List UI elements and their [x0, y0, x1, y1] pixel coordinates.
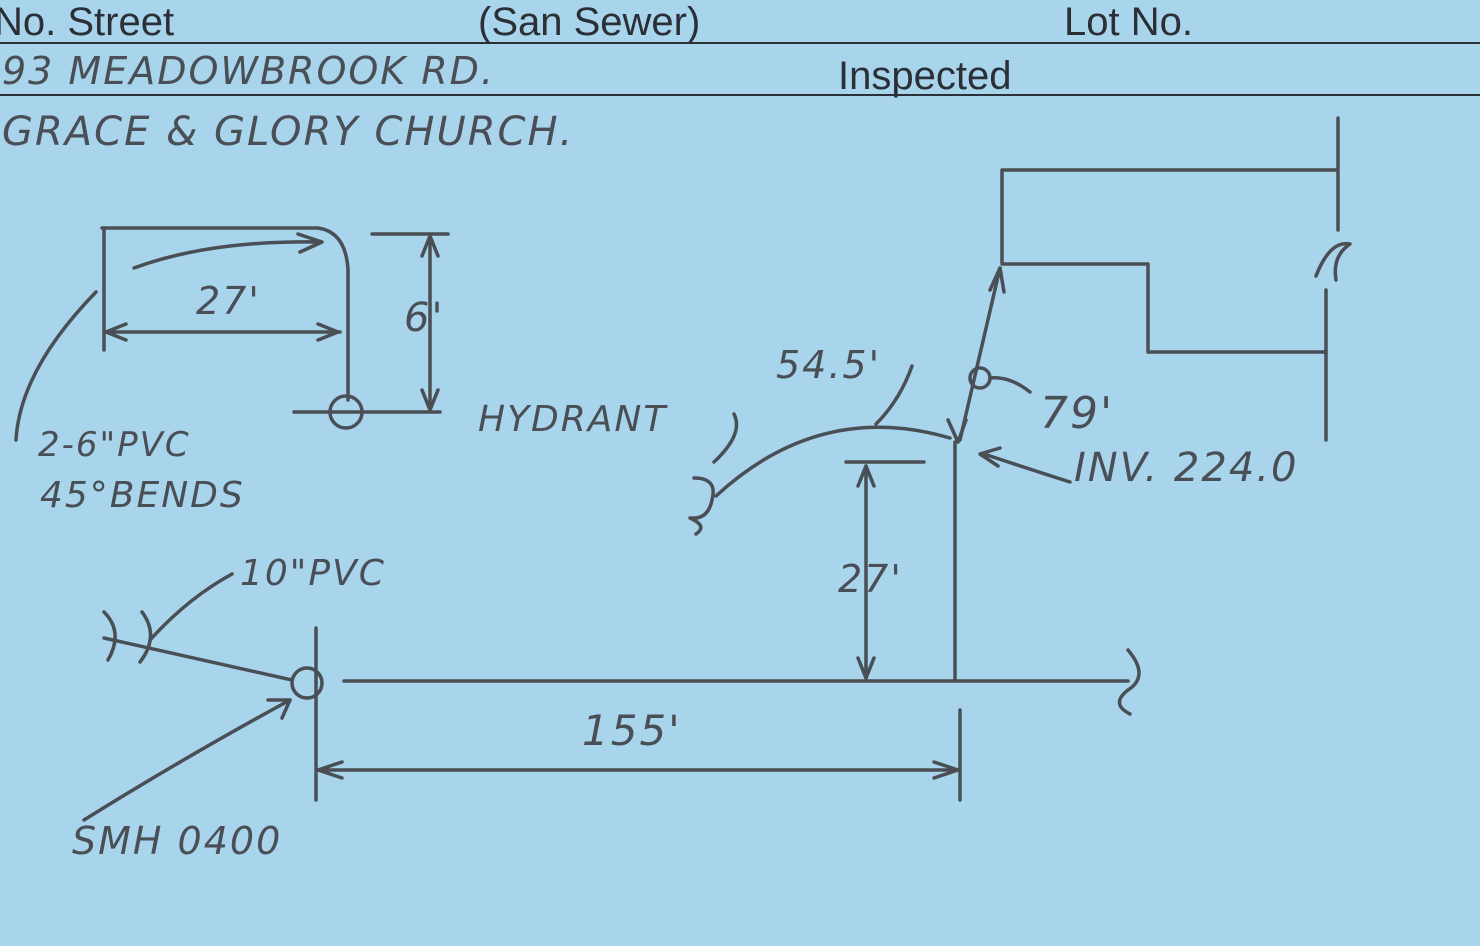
building-notch — [1000, 262, 1328, 354]
incoming-pipe-break-2 — [138, 610, 153, 664]
dim-79-arrow-top — [988, 266, 1006, 294]
sewer-label: (San Sewer) — [478, 0, 701, 44]
main-line-break — [1117, 648, 1141, 716]
detail-leader-curve — [132, 240, 322, 270]
owner-text: GRACE & GLORY CHURCH. — [2, 109, 575, 155]
dim-545-label: 54.5' — [776, 343, 882, 387]
detail-arrow-right — [316, 322, 340, 342]
dim-6-label: 6' — [404, 295, 445, 341]
smh-leader-arrow — [266, 698, 292, 720]
incoming-pipe — [102, 636, 294, 682]
dim-79-label: 79' — [1040, 388, 1115, 439]
detail-leader-arrow — [296, 232, 324, 254]
dim-155-arrow-right — [932, 760, 960, 780]
dim-79-leader — [988, 376, 1032, 394]
pvc-note-line2: 45°BENDS — [40, 475, 245, 516]
detail-arrow-left — [104, 322, 128, 342]
inv-arrow — [978, 446, 1002, 468]
hydrant-symbol — [688, 476, 715, 536]
smh-circle — [290, 666, 324, 700]
dim-6-arrow-top — [420, 234, 440, 258]
smh-label: SMH 0400 — [72, 819, 283, 863]
dim-79-line — [958, 266, 1002, 442]
detail-bend-pipe — [316, 226, 350, 402]
inv-label: INV. 224.0 — [1074, 445, 1299, 491]
10pvc-label: 10"PVC — [240, 553, 386, 594]
dim-6-arrow-bottom — [420, 388, 440, 412]
header-rule-top — [0, 42, 1480, 44]
lot-label: Lot No. — [1064, 0, 1193, 44]
dim-27-arrow-bottom — [856, 656, 876, 680]
inspected-label: Inspected — [838, 54, 1012, 98]
address-text: 93 MEADOWBROOK RD. — [2, 49, 496, 93]
inv-leader — [982, 452, 1072, 484]
incoming-pipe-break — [102, 610, 117, 662]
building-break — [1314, 241, 1352, 282]
dim-27-arrow-top — [856, 464, 876, 488]
smh-leader — [82, 698, 292, 822]
dim-155-label: 155' — [582, 706, 682, 755]
10pvc-leader — [148, 572, 234, 642]
dim-27-top-label: 27' — [196, 279, 261, 323]
header-rule-bottom — [0, 94, 1480, 96]
street-label: No. Street — [0, 0, 175, 44]
dim-27-mid-label: 27' — [838, 557, 903, 601]
building-top — [1000, 168, 1338, 264]
dim-545-leader — [874, 364, 914, 426]
pvc-note-leader — [14, 290, 98, 442]
hydrant-leader — [712, 412, 739, 464]
dim-155-arrow-left — [316, 760, 344, 780]
pvc-note-line1: 2-6"PVC — [38, 425, 191, 465]
dim-79-arrow-bottom — [946, 418, 968, 444]
hydrant-curve — [714, 425, 952, 498]
hydrant-label: HYDRANT — [478, 399, 668, 440]
